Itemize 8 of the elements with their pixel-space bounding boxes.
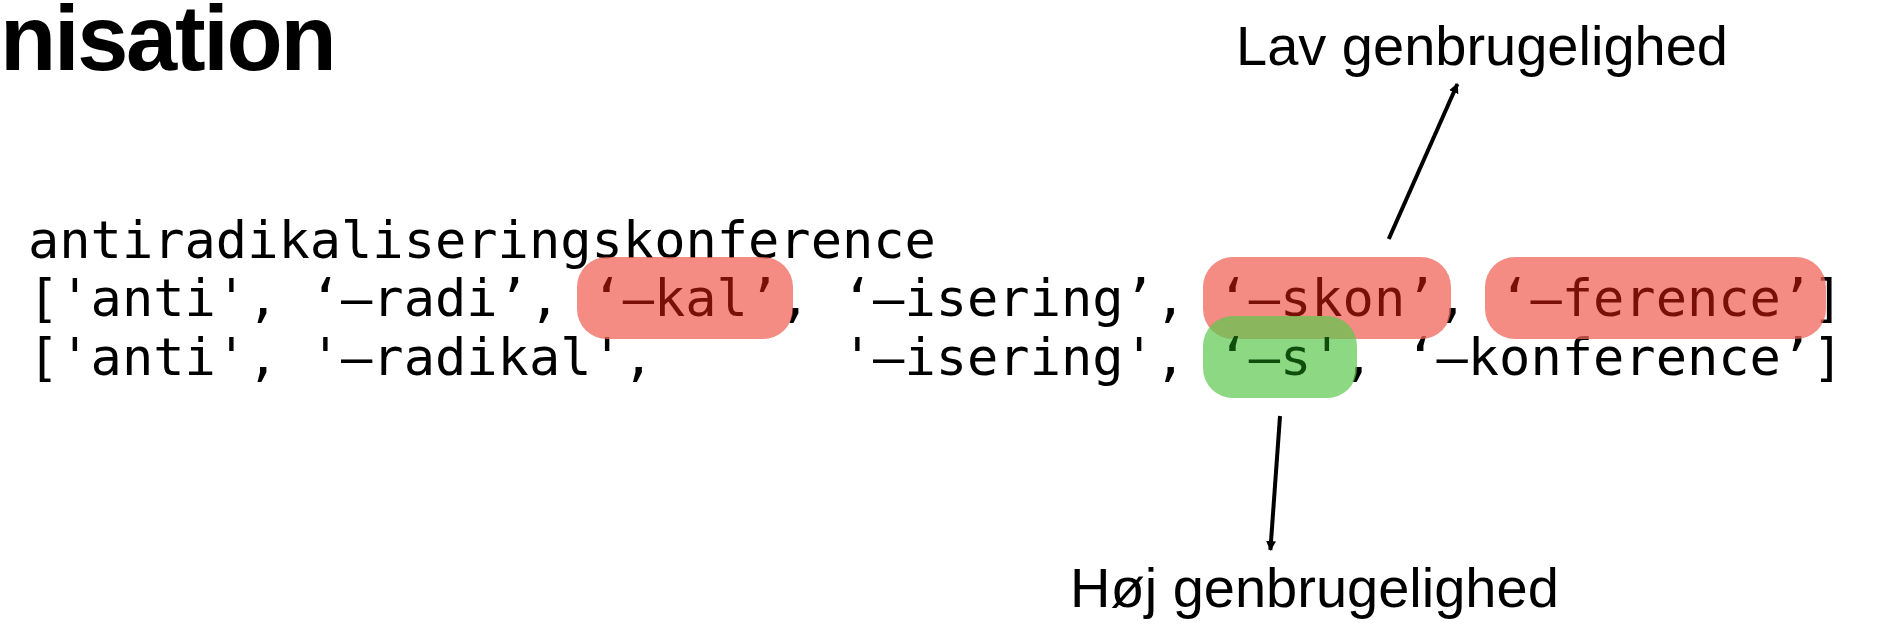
code-text: ['anti', ‘—radi’,: [28, 268, 561, 328]
code-text: '—isering',: [841, 327, 1187, 387]
arrow: [1386, 83, 1460, 240]
code-text: ‘—isering’,: [841, 268, 1187, 328]
caption-label: Høj genbrugelighed: [1070, 556, 1559, 620]
arrow: [1266, 415, 1282, 551]
title: nisation: [0, 0, 335, 84]
caption-label: Lav genbrugelighed: [1236, 14, 1728, 78]
